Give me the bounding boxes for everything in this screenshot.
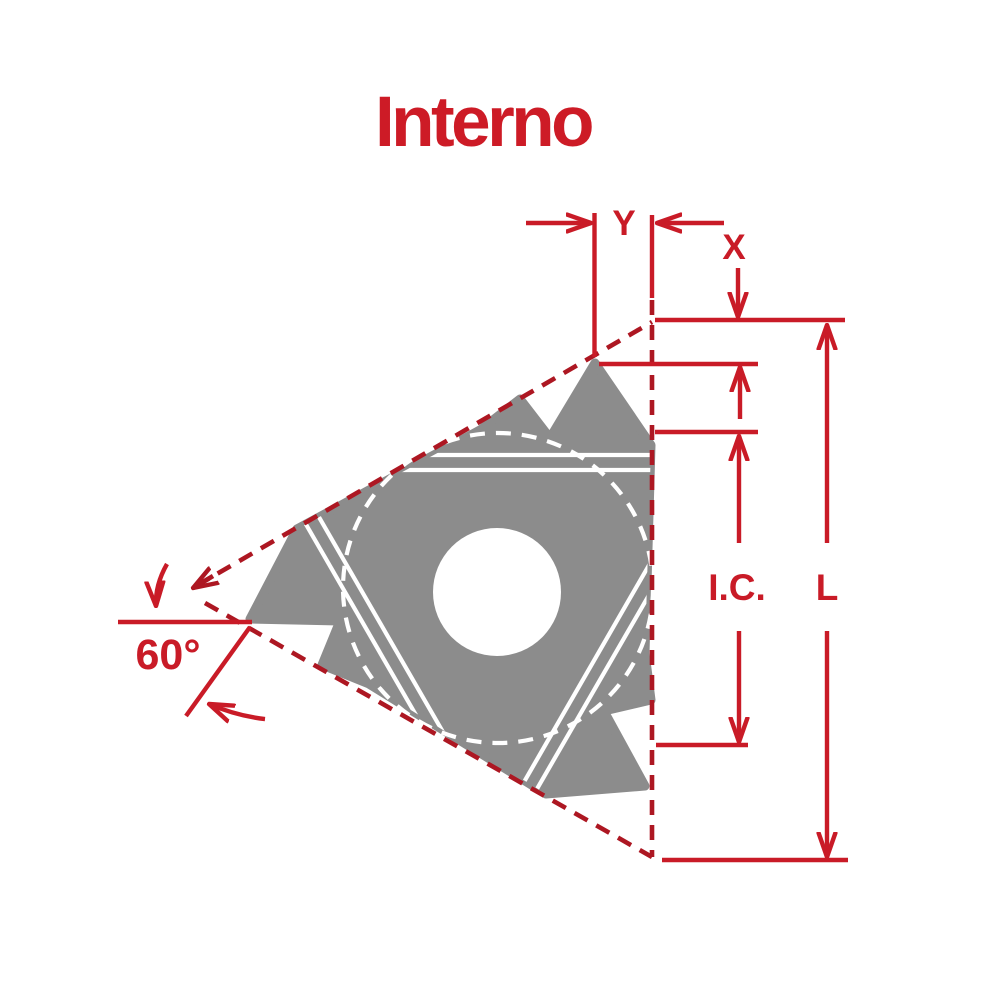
virtual-triangle-bottom-edge [203,601,654,859]
groove-line [298,512,422,724]
groove-line [522,551,651,784]
dim-y-label: Y [612,204,635,243]
ic-dimension-label: I.C. [708,567,766,608]
angle-arc-arrow-top [156,562,169,606]
virtual-vertex-arrow [193,576,213,588]
dim-x-label: X [722,228,746,267]
angle-flank-line [184,625,252,718]
groove-lines [298,452,651,794]
groove-line [310,503,449,741]
groove-line [528,574,651,794]
virtual-triangle [193,300,655,859]
virtual-triangle-top-edge [194,320,654,588]
angle-label: 60° [135,631,200,679]
dimensions [118,213,848,863]
page-title: Interno [375,83,592,162]
angle-arc-arrow-bottom [209,704,266,719]
center-hole [433,528,561,656]
l-dimension-label: L [816,567,839,608]
